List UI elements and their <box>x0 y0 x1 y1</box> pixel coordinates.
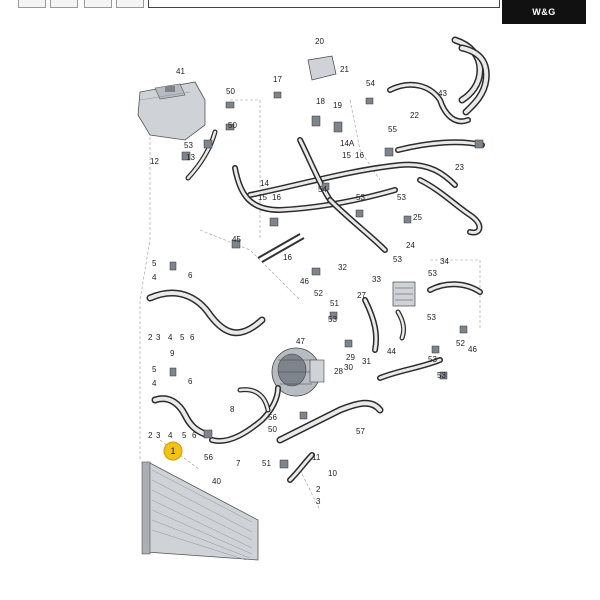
callout-47: 47 <box>296 337 305 346</box>
zoom-in-button[interactable] <box>116 0 144 8</box>
callout-21: 21 <box>340 65 349 74</box>
callout-14: 14 <box>260 179 269 188</box>
callout-15b: 15 <box>258 193 267 202</box>
callout-52a: 52 <box>314 289 323 298</box>
callout-24: 24 <box>406 241 415 250</box>
callout-44: 44 <box>387 347 396 356</box>
callout-25: 25 <box>413 213 422 222</box>
brand-logo: W&G <box>502 0 586 24</box>
callout-10: 10 <box>328 469 337 478</box>
callout-4d: 4 <box>168 431 173 440</box>
callout-53d: 53 <box>393 255 402 264</box>
callout-46a: 46 <box>300 277 309 286</box>
callout-16a: 16 <box>355 151 364 160</box>
callout-4a: 4 <box>152 273 157 282</box>
callout-6c: 6 <box>188 377 193 386</box>
callout-12: 12 <box>150 157 159 166</box>
callout-50a: 50 <box>226 87 235 96</box>
callout-43: 43 <box>438 89 447 98</box>
callout-16b: 16 <box>272 193 281 202</box>
callout-29: 29 <box>346 353 355 362</box>
callout-51a: 51 <box>330 299 339 308</box>
callout-53a: 53 <box>184 141 193 150</box>
callout-3a: 3 <box>156 333 161 342</box>
callout-41: 41 <box>176 67 185 76</box>
callout-5c: 5 <box>152 365 157 374</box>
callout-56a: 56 <box>204 453 213 462</box>
callout-54: 54 <box>366 79 375 88</box>
zoom-out-button[interactable] <box>18 0 46 8</box>
callout-33: 33 <box>372 275 381 284</box>
callout-40: 40 <box>212 477 221 486</box>
expansion-tank[interactable] <box>137 81 206 141</box>
callout-15a: 15 <box>342 151 351 160</box>
viewer-toolbar <box>0 0 600 10</box>
callout-53h: 53 <box>437 371 446 380</box>
callout-6b: 6 <box>190 333 195 342</box>
callout-5d: 5 <box>182 431 187 440</box>
pan-button[interactable] <box>84 0 112 8</box>
callout-52b: 52 <box>456 339 465 348</box>
callout-53g: 53 <box>427 313 436 322</box>
callout-32: 32 <box>338 263 347 272</box>
callout-2a: 2 <box>148 333 153 342</box>
callout-4c: 4 <box>152 379 157 388</box>
coolant-pump[interactable] <box>271 347 325 397</box>
callout-17: 17 <box>273 75 282 84</box>
callout-46b: 46 <box>468 345 477 354</box>
callout-11: 11 <box>312 453 321 462</box>
callout-18: 18 <box>316 97 325 106</box>
callout-5a: 5 <box>152 259 157 268</box>
callout-57: 57 <box>356 427 365 436</box>
callout-13: 13 <box>186 153 195 162</box>
radiator[interactable] <box>141 461 259 561</box>
callout-20: 20 <box>315 37 324 46</box>
callout-22: 22 <box>410 111 419 120</box>
callout-16c: 16 <box>283 253 292 262</box>
callout-2b: 2 <box>148 431 153 440</box>
clamps <box>169 91 484 469</box>
callout-5b: 5 <box>180 333 185 342</box>
callout-28: 28 <box>334 367 343 376</box>
callout-34: 34 <box>440 257 449 266</box>
callout-56b: 56 <box>268 413 277 422</box>
callout-31: 31 <box>362 357 371 366</box>
callout-14A: 14A <box>340 139 355 148</box>
callout-45: 45 <box>232 235 241 244</box>
callout-3b: 3 <box>156 431 161 440</box>
callout-7: 7 <box>236 459 241 468</box>
callout-53e: 53 <box>428 269 437 278</box>
callout-51b: 51 <box>262 459 271 468</box>
selected-part-badge[interactable]: 1 <box>163 441 183 461</box>
callout-9: 9 <box>170 349 175 358</box>
callout-labels: 41 50 50 17 18 19 20 21 54 43 22 55 23 5… <box>148 37 477 506</box>
callout-54b: 54 <box>318 185 327 194</box>
thermostat-housing[interactable] <box>307 55 337 81</box>
callout-6a: 6 <box>188 271 193 280</box>
zoom-fit-button[interactable] <box>50 0 78 8</box>
callout-4b: 4 <box>168 333 173 342</box>
callout-53i: 53 <box>428 355 437 364</box>
callout-53f: 53 <box>328 315 337 324</box>
callout-2c: 2 <box>316 485 321 494</box>
part-search-input[interactable] <box>148 0 500 8</box>
callout-6d: 6 <box>192 431 197 440</box>
callout-50c: 50 <box>268 425 277 434</box>
callout-55: 55 <box>388 125 397 134</box>
callout-19: 19 <box>333 101 342 110</box>
badge-label: 1 <box>170 446 175 456</box>
callout-8: 8 <box>230 405 235 414</box>
callout-53c: 53 <box>397 193 406 202</box>
callout-50b: 50 <box>228 121 237 130</box>
dashed-guides <box>139 99 481 511</box>
callout-27: 27 <box>357 291 366 300</box>
callout-3c: 3 <box>316 497 321 506</box>
callout-23: 23 <box>455 163 464 172</box>
heat-exchanger[interactable] <box>392 281 416 307</box>
callout-30: 30 <box>344 363 353 372</box>
callout-53b: 53 <box>356 193 365 202</box>
